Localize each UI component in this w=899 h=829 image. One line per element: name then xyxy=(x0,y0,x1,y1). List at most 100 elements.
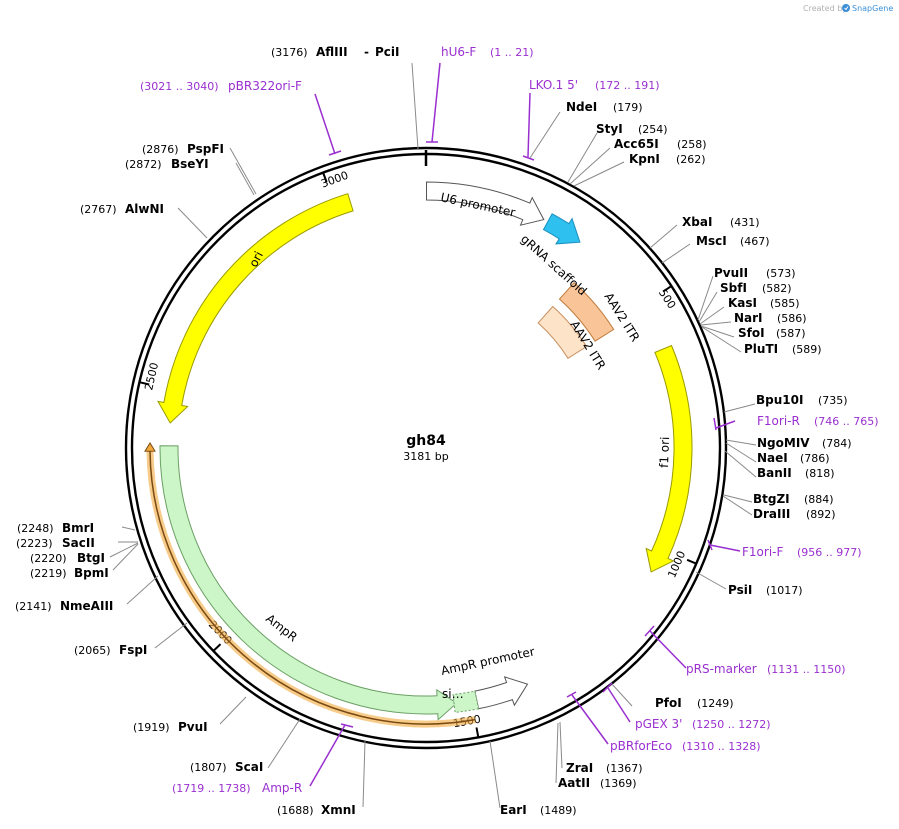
enzyme-name-scai: ScaI xyxy=(235,760,263,774)
enzyme-name-psii: PsiI xyxy=(728,583,752,597)
tick-mark xyxy=(322,172,328,183)
primer-name-f1ori-f: F1ori-F xyxy=(742,545,783,559)
signal-label: si… xyxy=(442,687,464,701)
primer-name-hu6-f: hU6-F xyxy=(441,45,476,59)
enzyme-pos-eari: (1489) xyxy=(540,804,577,817)
enzyme-name-xbai: XbaI xyxy=(682,215,712,229)
feature-label-aav2-itr-outer: AAV2 ITR xyxy=(601,290,642,344)
enzyme-pos-psii: (1017) xyxy=(766,584,803,597)
ampr-line xyxy=(149,451,476,725)
feature-label-ori: ori xyxy=(246,249,266,269)
feature-arrow-f1-ori xyxy=(645,344,693,573)
feature-label-f1-ori: f1 ori xyxy=(657,436,672,468)
enzyme-pos-fspi: (2065) xyxy=(74,644,111,657)
enzyme-pos-bpmi: (2219) xyxy=(30,567,67,580)
enzyme-pos-bmri: (2248) xyxy=(17,522,54,535)
enzyme-pos-pvuii: (573) xyxy=(766,267,796,280)
primer-name-lko1: LKO.1 5' xyxy=(529,78,578,92)
enzyme-name-afliii: AflIII xyxy=(316,45,348,59)
primer-range-hu6-f: (1 .. 21) xyxy=(490,46,534,59)
enzyme-name-alwni: AlwNI xyxy=(125,202,164,216)
enzyme-pos-ngomiv: (784) xyxy=(822,437,852,450)
enzyme-name-sacii: SacII xyxy=(62,536,95,550)
enzyme-pos-zrai: (1367) xyxy=(606,762,643,775)
enzyme-name-naei: NaeI xyxy=(757,451,788,465)
features xyxy=(157,181,693,721)
ampr-highlight-head xyxy=(144,442,156,452)
enzyme-pos-xbai: (431) xyxy=(730,216,760,229)
enzyme-name-bmri: BmrI xyxy=(62,521,94,535)
enzyme-name-eari: EarI xyxy=(500,803,527,817)
enzyme-name-pfoi: PfoI xyxy=(655,696,682,710)
enzyme-pos-btgzi: (884) xyxy=(804,493,834,506)
enzyme-pos-nmeaiii: (2141) xyxy=(15,600,52,613)
enzyme-pos-afliii: (3176) xyxy=(271,46,308,59)
enzyme-name-pluti: PluTI xyxy=(744,342,778,356)
enzyme-pos-xmni: (1688) xyxy=(277,804,314,817)
feature-arrow-ampr-promoter xyxy=(474,676,529,710)
enzyme-name-kpni: KpnI xyxy=(629,152,660,166)
feature-arrow-aav2-itr-outer xyxy=(558,281,615,342)
enzyme-pos-banii: (818) xyxy=(805,467,835,480)
enzyme-pos-draiii: (892) xyxy=(806,508,836,521)
enzyme-pos-styi: (254) xyxy=(638,123,668,136)
enzyme-name-nmeaiii: NmeAIII xyxy=(60,599,113,613)
primer-range-lko1: (172 .. 191) xyxy=(595,79,660,92)
enzyme-pos-ndei: (179) xyxy=(613,101,643,114)
primer-name-f1ori-r: F1ori-R xyxy=(757,414,800,428)
feature-arrow-u6-promoter xyxy=(426,181,545,226)
enzyme-pos-pspfi: (2876) xyxy=(142,143,179,156)
enzyme-name-btgzi: BtgZI xyxy=(753,492,790,506)
enzyme-name-sbfi: SbfI xyxy=(720,281,747,295)
enzyme-pos-btgi: (2220) xyxy=(30,552,67,565)
tick-mark xyxy=(475,727,480,738)
enzyme-pos-sacii: (2223) xyxy=(16,537,53,550)
tick-mark xyxy=(212,643,222,652)
primer-name-pbr322ori-f: pBR322ori-F xyxy=(228,79,302,93)
primer-name-prs-marker: pRS-marker xyxy=(686,662,757,676)
enzyme-name-draiii: DraIII xyxy=(753,507,790,521)
enzyme-pos-bseyi: (2872) xyxy=(125,158,162,171)
credit-brand: SnapGene xyxy=(852,4,893,13)
enzyme-name-ndei: NdeI xyxy=(566,100,597,114)
enzyme-pos-pfoi: (1249) xyxy=(697,697,734,710)
enzyme-pos-bpu10i: (735) xyxy=(818,394,848,407)
enzyme-sep-afliii: - xyxy=(364,45,369,59)
feature-arrow-grna-scaffold xyxy=(542,213,581,245)
enzyme-name-xmni: XmnI xyxy=(321,803,356,817)
primer-range-pgex3: (1250 .. 1272) xyxy=(692,718,771,731)
enzyme-name-zrai: ZraI xyxy=(566,761,593,775)
enzyme-name-bpmi: BpmI xyxy=(74,566,109,580)
tick-mark xyxy=(139,381,150,386)
enzyme-pos-scai: (1807) xyxy=(190,761,227,774)
feature-label-ampr-promoter: AmpR promoter xyxy=(440,644,536,678)
enzyme-pos-alwni: (2767) xyxy=(80,203,117,216)
enzyme-pos-pluti: (589) xyxy=(792,343,822,356)
enzyme-name-aatii: AatII xyxy=(558,776,590,790)
enzyme-name-ngomiv: NgoMIV xyxy=(757,436,810,450)
enzyme-pos-msci: (467) xyxy=(740,235,770,248)
enzyme-pos-kpni: (262) xyxy=(676,153,706,166)
snapgene-logo-icon xyxy=(842,4,850,12)
feature-arrow-ori xyxy=(157,193,354,424)
enzyme-pos-kasi: (585) xyxy=(770,297,800,310)
primer-range-pbrforeco: (1310 .. 1328) xyxy=(682,740,761,753)
primer-name-pgex3: pGEX 3' xyxy=(635,717,682,731)
enzyme-name-pspfi: PspFI xyxy=(187,142,224,156)
primer-markers xyxy=(309,62,741,787)
plasmid-length: 3181 bp xyxy=(403,450,448,463)
enzyme-name-styi: StyI xyxy=(596,122,623,136)
primer-range-prs-marker: (1131 .. 1150) xyxy=(767,663,846,676)
primer-labels: hU6-F (1 .. 21) LKO.1 5' (172 .. 191) F1… xyxy=(140,45,879,795)
plasmid-name: gh84 xyxy=(406,433,446,449)
enzyme-name-msci: MscI xyxy=(696,234,727,248)
feature-arrow-ampr xyxy=(159,445,458,721)
enzyme-pos-sfoi: (587) xyxy=(776,327,806,340)
feature-arrow-aav2-itr-inner xyxy=(537,305,588,359)
tick-label: 2500 xyxy=(142,361,161,391)
enzyme-pos-pvui: (1919) xyxy=(133,721,170,734)
tick-mark xyxy=(662,285,672,293)
enzyme-name-bseyi: BseYI xyxy=(171,157,209,171)
primer-name-pbrforeco: pBRforEco xyxy=(610,739,672,753)
